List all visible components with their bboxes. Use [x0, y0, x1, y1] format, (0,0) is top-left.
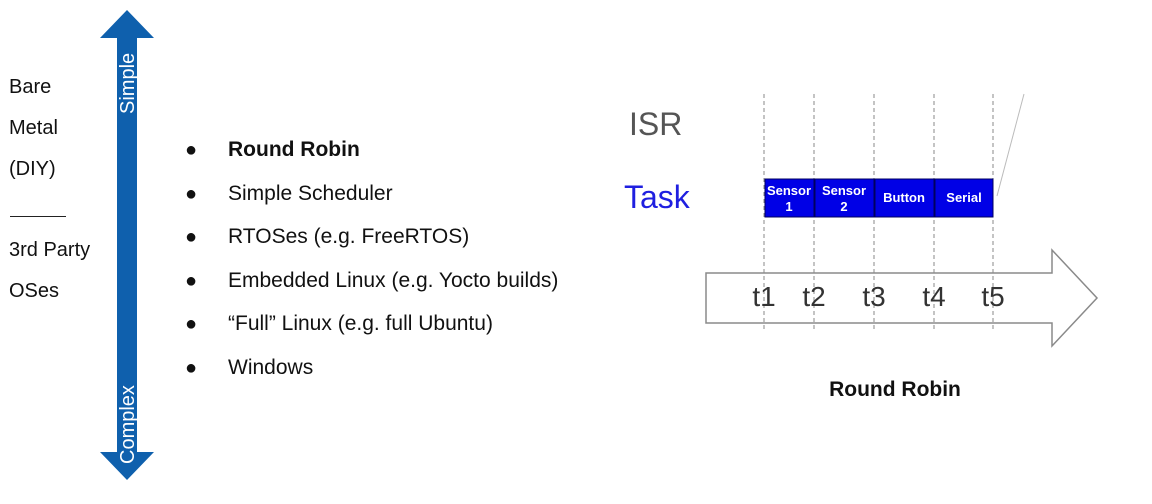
task-row-label: Task — [624, 179, 691, 215]
bullet-icon: ● — [185, 139, 198, 161]
label-diy: (DIY) — [9, 158, 56, 180]
timeline-arrow — [705, 248, 1099, 348]
os-options-list: ●Round Robin ●Simple Scheduler ●RTOSes (… — [185, 138, 558, 400]
task-block-button — [874, 178, 935, 218]
axis-label-simple: Simple — [117, 53, 139, 114]
tick-label-t1: t1 — [752, 281, 775, 312]
tick-label-t4: t4 — [922, 281, 945, 312]
bullet-icon: ● — [185, 313, 198, 336]
round-robin-timeline: ISR Task Sensor 1 Sensor 2 Button Serial… — [624, 93, 1099, 348]
label-bare: Bare — [9, 76, 52, 98]
task-label-sensor-1-line2: 1 — [785, 199, 792, 214]
diagram-caption: Round Robin — [829, 378, 961, 401]
label-3rd-party: 3rd Party — [9, 239, 91, 261]
task-label-sensor-2-line2: 2 — [840, 199, 847, 214]
label-oses: OSes — [9, 280, 60, 302]
group-divider — [10, 216, 66, 217]
bullet-icon: ● — [185, 269, 198, 292]
bullet-icon: ● — [185, 356, 198, 379]
label-metal: Metal — [9, 117, 58, 139]
task-block-sensor-2 — [814, 178, 875, 218]
bullet-icon: ● — [185, 182, 198, 205]
isr-row-label: ISR — [629, 106, 682, 142]
task-label-serial: Serial — [946, 190, 981, 205]
tick-label-t2: t2 — [802, 281, 825, 312]
task-block-serial — [934, 178, 994, 218]
list-item: ●Round Robin — [185, 138, 360, 161]
list-item: ●RTOSes (e.g. FreeRTOS) — [185, 225, 470, 249]
list-item: ●Simple Scheduler — [185, 181, 393, 205]
task-block-sensor-1 — [764, 178, 815, 218]
bullet-icon: ● — [185, 226, 198, 249]
axis-label-complex: Complex — [117, 385, 139, 464]
task-label-button: Button — [883, 190, 925, 205]
list-item: ●Embedded Linux (e.g. Yocto builds) — [185, 268, 559, 292]
task-label-sensor-1-line1: Sensor — [767, 183, 811, 198]
loop-back-line — [996, 93, 1025, 197]
tick-label-t5: t5 — [981, 281, 1004, 312]
tick-label-t3: t3 — [862, 281, 885, 312]
complexity-arrow: Simple Complex — [100, 10, 154, 480]
list-item: ●Windows — [185, 355, 314, 379]
task-label-sensor-2-line1: Sensor — [822, 183, 866, 198]
list-item: ●“Full” Linux (e.g. full Ubuntu) — [185, 312, 493, 336]
